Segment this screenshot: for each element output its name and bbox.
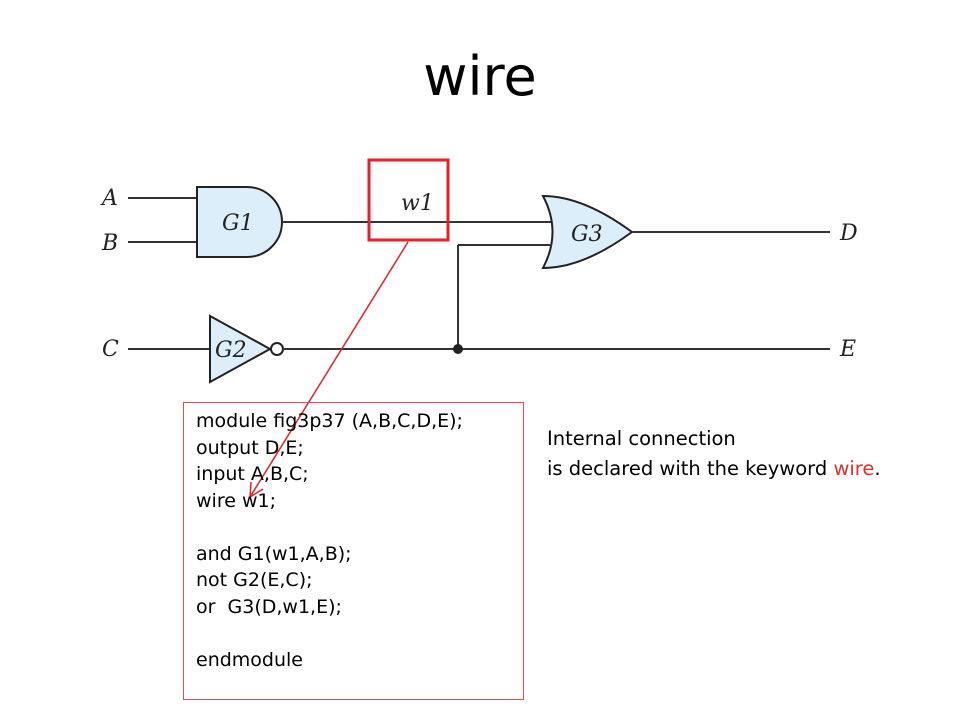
arrowhead — [249, 481, 264, 498]
label-output-e: E — [839, 337, 856, 362]
label-gate-g2: G2 — [215, 338, 247, 363]
code-line — [196, 514, 523, 541]
highlight-arrow — [249, 241, 409, 498]
code-line: output D,E; — [196, 436, 304, 459]
code-line: and G1(w1,A,B); — [196, 542, 352, 565]
label-input-a: A — [100, 186, 118, 211]
highlight-box — [367, 158, 450, 242]
not-bubble — [270, 342, 284, 356]
note-line-2: is declared with the keyword wire. — [547, 454, 881, 484]
label-wire-w1: w1 — [401, 191, 434, 216]
keyword-highlight: wire — [833, 457, 875, 480]
code-line — [196, 620, 523, 647]
not-gate-g2 — [209, 314, 273, 384]
and-gate-g1 — [196, 186, 283, 258]
label-input-b: B — [101, 231, 118, 256]
note-line-1: Internal connection — [547, 427, 736, 450]
code-line: input A,B,C; — [196, 463, 309, 485]
label-gate-g1: G1 — [222, 211, 254, 236]
code-line: or G3(D,w1,E); — [196, 595, 342, 618]
verilog-code-box: module fig3p37 (A,B,C,D,E); output D,E; … — [183, 402, 524, 700]
code-line: wire w1; — [196, 489, 276, 512]
label-input-c: C — [102, 337, 119, 362]
label-output-d: D — [839, 221, 858, 246]
slide-title: wire — [423, 45, 537, 108]
note-line-2-text: is declared with the keyword — [547, 457, 834, 480]
junction-dot — [453, 344, 463, 354]
explanation-note: Internal connection is declared with the… — [547, 424, 881, 484]
or-gate-g3 — [541, 194, 634, 270]
label-gate-g3: G3 — [571, 222, 603, 247]
code-line: not G2(E,C); — [196, 569, 313, 591]
code-line: endmodule — [196, 648, 303, 671]
code-line: module fig3p37 (A,B,C,D,E); — [196, 410, 463, 432]
note-line-2-period: . — [874, 457, 881, 480]
